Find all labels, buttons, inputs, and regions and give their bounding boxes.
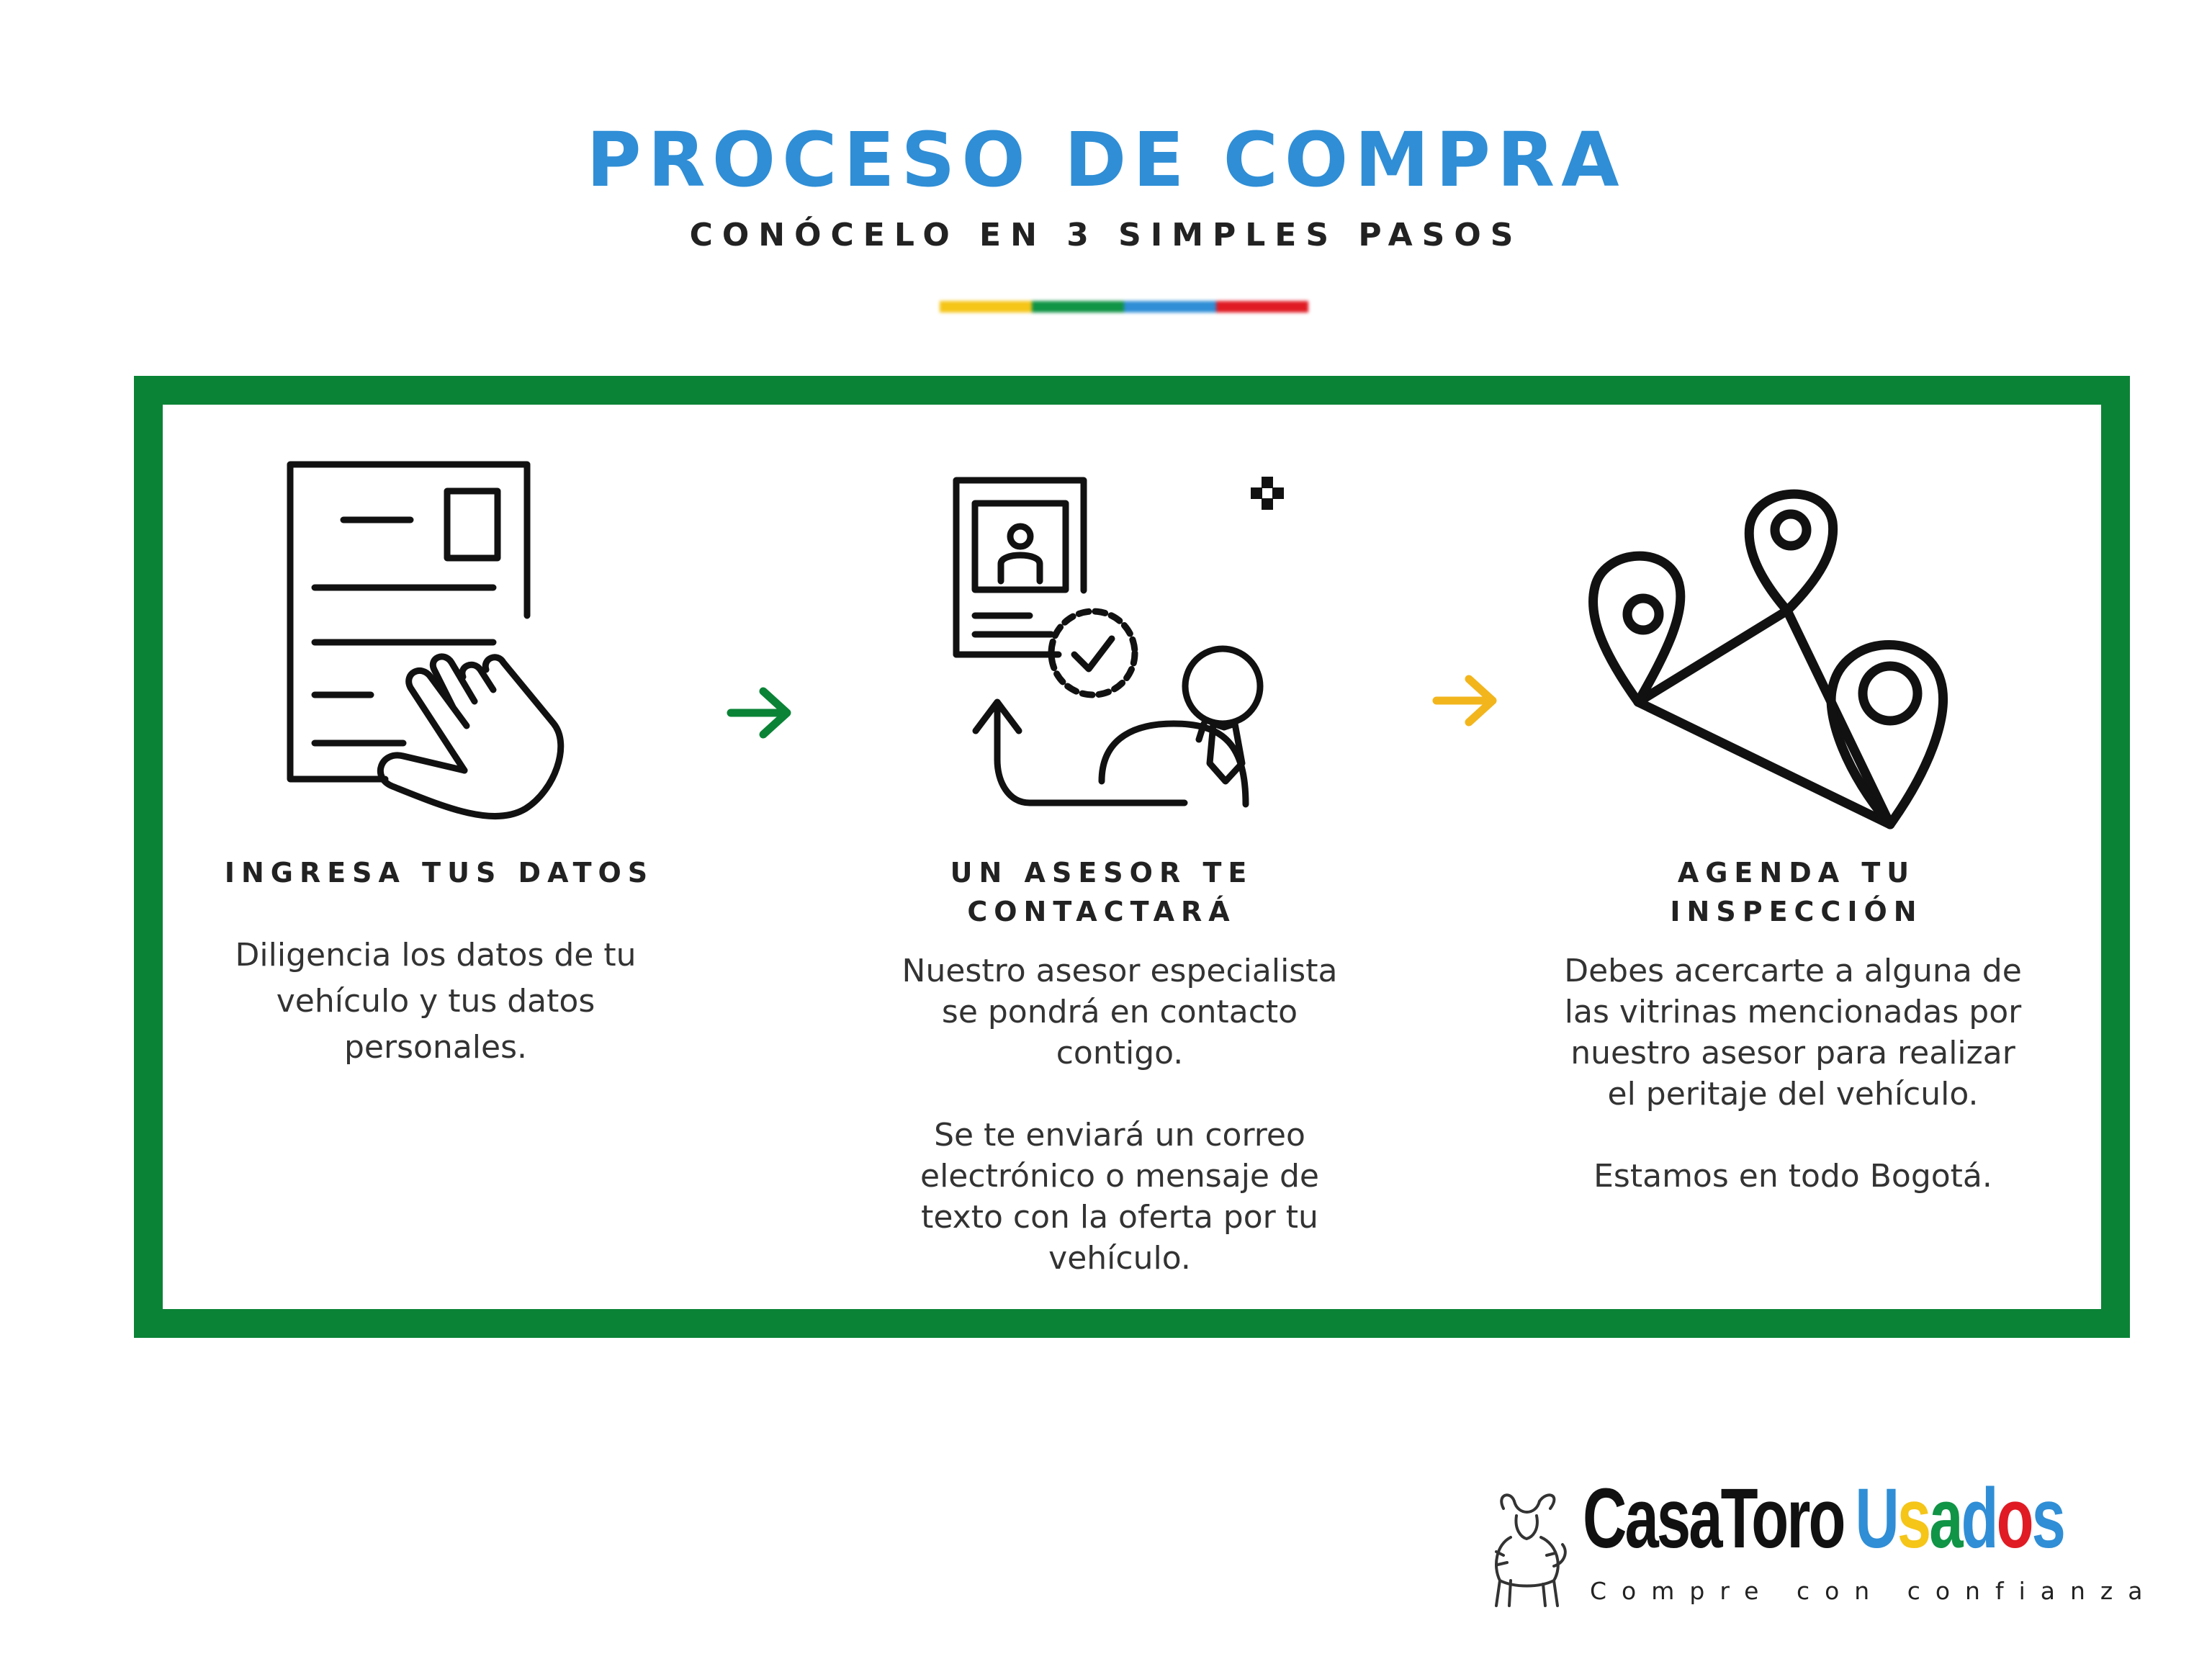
- color-divider: [940, 301, 1308, 313]
- step-3-title: AGENDA TU INSPECCIÓN: [1670, 857, 1923, 927]
- plus-marker-icon: [1251, 477, 1284, 510]
- step-1-description: Diligencia los datos de tu vehículo y tu…: [198, 932, 673, 1071]
- page-title: PROCESO DE COMPRA: [586, 116, 1626, 204]
- bull-icon: [1495, 1493, 1567, 1607]
- step-2-description: Nuestro asesor especialista se pondrá en…: [882, 950, 1357, 1279]
- brand-usados-letter: d: [1961, 1471, 1999, 1566]
- page-subtitle: CONÓCELO EN 3 SIMPLES PASOS: [689, 217, 1523, 253]
- brand-usados-letter: a: [1929, 1471, 1963, 1566]
- step-3-paragraph: Debes acercarte a alguna de las vitrinas…: [1564, 953, 2022, 1112]
- map-pins-route-icon: [1588, 489, 1948, 830]
- step-2-paragraph: Se te enviará un correo electrónico o me…: [920, 1117, 1319, 1277]
- step-1-title: INGRESA TUS DATOS: [224, 857, 655, 889]
- advisor-contact-icon: [953, 477, 1264, 808]
- brand-tagline: Compre con confianza: [1590, 1577, 2158, 1605]
- brand-name-usados: Usados: [1844, 1471, 2066, 1566]
- arrow-right-icon: [727, 687, 791, 739]
- arrow-right-icon: [1432, 675, 1497, 727]
- brand-usados-letter: o: [1996, 1471, 2034, 1566]
- brand-usados-letter: s: [2031, 1471, 2066, 1566]
- step-2-title: UN ASESOR TE CONTACTARÁ: [950, 857, 1254, 927]
- brand-name: CasaToro: [1583, 1471, 1845, 1566]
- step-1-paragraph: Diligencia los datos de tu vehículo y tu…: [235, 937, 637, 1066]
- brand-usados-letter: U: [1855, 1471, 1899, 1566]
- form-hand-pointer-icon: [287, 461, 565, 820]
- step-3-paragraph: Estamos en todo Bogotá.: [1593, 1158, 1992, 1195]
- step-3-description: Debes acercarte a alguna de las vitrinas…: [1563, 950, 2023, 1197]
- brand-usados-letter: s: [1897, 1471, 1931, 1566]
- steps-frame: [134, 376, 2130, 1338]
- step-2-paragraph: Nuestro asesor especialista se pondrá en…: [902, 953, 1338, 1071]
